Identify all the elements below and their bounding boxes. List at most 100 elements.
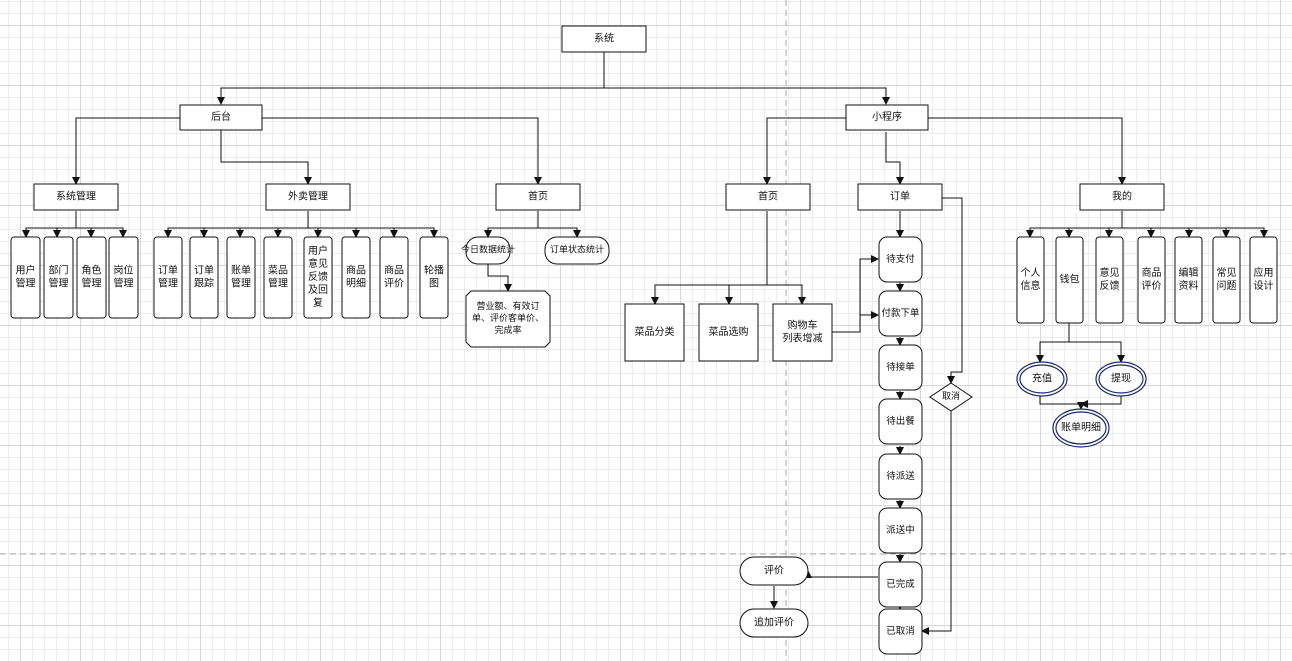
node-bill-detail-outer	[1052, 408, 1110, 448]
edge-today-detail	[487, 264, 512, 292]
edge-done-review	[804, 570, 878, 578]
node-withdraw-inner	[1098, 364, 1144, 394]
edge-cart-pay	[831, 255, 879, 333]
node-order-state-shape	[878, 507, 923, 554]
node-topup-label: 充值	[1032, 372, 1052, 385]
node-order-state: 已取消	[878, 608, 923, 655]
node-cart-label-line-1: 购物车	[788, 319, 818, 332]
node-mine-child-label-line-1: 应用	[1254, 266, 1274, 279]
node-order-state-shape	[878, 398, 923, 445]
node-order-state: 待接单	[878, 344, 923, 391]
node-takeout-child-shape	[419, 236, 449, 319]
node-dish-buy: 菜品选购	[698, 303, 759, 362]
node-miniapp-home-shape	[725, 183, 811, 211]
node-takeout-child-label-line-2: 管理	[158, 277, 178, 290]
node-order-state-label: 已完成	[886, 578, 915, 590]
node-mine-child-shape	[1016, 236, 1045, 324]
node-takeout-child-label-line-1: 订单	[194, 265, 214, 277]
node-order-state-shape	[878, 561, 923, 608]
node-root-system: 系统	[561, 25, 647, 53]
node-dish-buy-shape	[698, 303, 759, 362]
edge-topup-bill	[1039, 396, 1085, 410]
node-miniapp-order-shape	[857, 183, 943, 211]
node-mine-child-label-line-2: 反馈	[1100, 279, 1120, 292]
node-miniapp: 小程序	[845, 104, 929, 131]
node-mine-child-label-line-2: 评价	[1142, 280, 1162, 292]
node-order-state: 待出餐	[878, 398, 923, 445]
node-system-child-shape	[43, 236, 74, 319]
node-system-child-shape	[76, 236, 107, 319]
node-takeout-child-label-line-2: 跟踪	[194, 277, 214, 290]
edge-wallet-topup	[1036, 323, 1070, 363]
edge-mine-child	[1026, 211, 1123, 238]
edge-takeout-child	[307, 211, 322, 238]
node-miniapp-mine-shape	[1079, 183, 1165, 211]
node-order-state-label: 待派送	[886, 470, 915, 482]
node-takeout-child-label-line-3: 反馈	[308, 270, 328, 283]
edge-backend-takeout	[220, 130, 312, 185]
node-cancel-label: 取消	[942, 390, 960, 402]
node-today-detail-label-line-1: 营业额、有效订	[476, 300, 539, 312]
node-takeout-child-label-line-1: 商品	[346, 264, 366, 277]
edge-backend-system	[72, 117, 221, 185]
node-system-child-label-line-1: 部门	[49, 264, 69, 277]
edge-miniapp-home	[763, 117, 846, 185]
edge-system-child	[75, 211, 127, 238]
node-takeout-child-label-line-2: 管理	[231, 277, 251, 290]
node-system-child-label-line-2: 管理	[16, 277, 36, 290]
node-today-detail-label-line-2: 单、评价客单价、	[472, 312, 544, 324]
edge-mhome-child	[766, 211, 806, 305]
node-dish-category-label: 菜品分类	[635, 325, 675, 338]
node-today-detail-shape	[465, 290, 551, 348]
edge-root-backend	[217, 52, 605, 105]
edge-mine-child	[1121, 211, 1230, 238]
node-takeout-child-shape	[226, 236, 256, 319]
node-mine-child-shape	[1137, 236, 1166, 324]
node-backend: 后台	[179, 104, 263, 131]
edge-takeout-child	[307, 211, 438, 238]
node-order-state-label: 派送中	[886, 524, 915, 536]
node-bill-detail-label: 账单明细	[1061, 421, 1101, 434]
node-withdraw-outer	[1095, 361, 1147, 397]
node-order-state: 付款下单	[878, 290, 923, 337]
node-today-stats-shape	[465, 236, 511, 265]
edge-root-miniapp	[603, 52, 890, 105]
node-system-mgmt: 系统管理	[33, 183, 119, 211]
node-root-system-shape	[561, 25, 647, 53]
node-topup: 充值	[1016, 361, 1068, 397]
node-miniapp-order-label: 订单	[890, 191, 910, 203]
node-backend-shape	[179, 104, 263, 131]
edge-mine-child	[1065, 211, 1123, 238]
node-mine-child-label-line-2: 资料	[1179, 279, 1199, 292]
node-miniapp-order: 订单	[857, 183, 943, 211]
node-takeout-child-shape	[153, 236, 183, 319]
node-order-state: 已完成	[878, 561, 923, 608]
node-takeout-child-label-line-1: 轮播	[424, 264, 444, 277]
node-mine-child-label-line-2: 设计	[1254, 279, 1274, 292]
node-miniapp-mine: 我的	[1079, 183, 1165, 211]
node-bill-detail-inner	[1055, 411, 1107, 445]
node-system-child-label-line-2: 管理	[114, 277, 134, 290]
edge-bhome-today	[484, 211, 539, 238]
node-takeout-child-shape	[303, 236, 333, 319]
node-order-state: 派送中	[878, 507, 923, 554]
node-mine-child-label-line-2: 问题	[1217, 279, 1237, 292]
node-takeout-child-shape	[189, 236, 219, 319]
node-takeout-mgmt: 外卖管理	[265, 183, 351, 211]
node-review-label: 评价	[764, 565, 784, 577]
node-takeout-child-label-line-2: 明细	[346, 277, 366, 290]
edge-mine-child	[1121, 211, 1268, 238]
